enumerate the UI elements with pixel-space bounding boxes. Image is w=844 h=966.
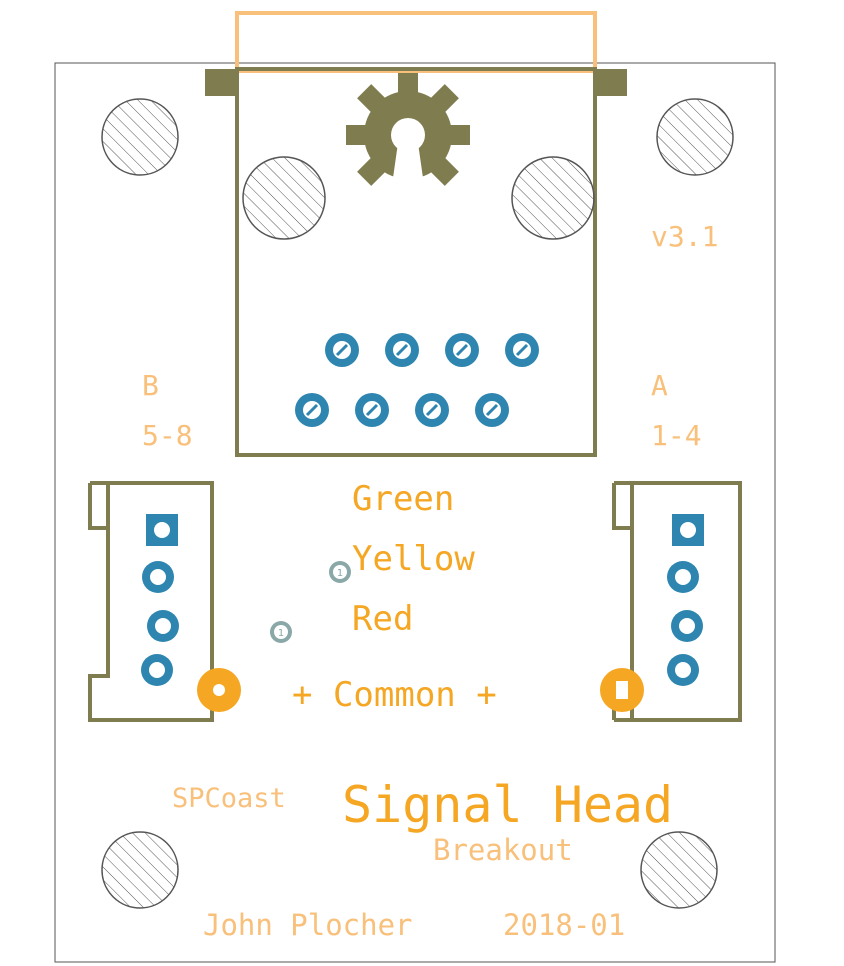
jack-body <box>235 67 597 457</box>
version-label: v3.1 <box>651 220 718 253</box>
jack-tab-right <box>593 69 627 96</box>
brand-label: SPCoast <box>172 783 286 814</box>
pad <box>385 333 419 367</box>
yellow-label: Yellow <box>352 539 475 579</box>
pad <box>147 610 179 642</box>
port-b-label: B <box>142 369 159 402</box>
hatched-circle-icon <box>101 831 179 909</box>
common-label: + Common + <box>292 675 497 715</box>
hatched-circle-icon <box>640 831 718 909</box>
jack-tab-left <box>205 69 239 96</box>
pad <box>325 333 359 367</box>
jack-pads <box>295 333 539 427</box>
pad <box>415 393 449 427</box>
common-pad-left <box>197 668 241 712</box>
via-label: 1 <box>337 568 343 579</box>
port-a-pins-label: 1-4 <box>651 419 702 452</box>
connector-a <box>612 481 742 722</box>
subtitle-label: Breakout <box>433 833 573 867</box>
hatched-circle-icon <box>656 98 734 176</box>
pad <box>671 610 703 642</box>
via-label: 1 <box>278 628 284 639</box>
mounting-holes <box>101 98 734 909</box>
pad <box>355 393 389 427</box>
pad <box>667 654 699 686</box>
hatched-circle-icon <box>511 156 595 240</box>
pad <box>142 561 174 593</box>
common-pad-right <box>600 668 644 712</box>
pad <box>667 561 699 593</box>
hatched-circle-icon <box>101 98 179 176</box>
jack-outline <box>235 11 597 73</box>
red-label: Red <box>352 599 413 639</box>
via-2: 1 <box>270 621 292 643</box>
connector-b <box>88 481 214 722</box>
pad <box>295 393 329 427</box>
board-edge <box>54 62 776 963</box>
port-a-label: A <box>651 369 668 402</box>
date-label: 2018-01 <box>503 908 625 942</box>
via-1: 1 <box>329 561 351 583</box>
author-label: John Plocher <box>203 908 413 942</box>
port-b-pins-label: 5-8 <box>142 419 193 452</box>
title-label: Signal Head <box>342 776 673 834</box>
hatched-circle-icon <box>242 156 326 240</box>
green-label: Green <box>352 479 454 519</box>
pad <box>141 654 173 686</box>
open-hardware-gear-icon <box>346 73 470 186</box>
pad <box>475 393 509 427</box>
pad <box>445 333 479 367</box>
pad <box>505 333 539 367</box>
